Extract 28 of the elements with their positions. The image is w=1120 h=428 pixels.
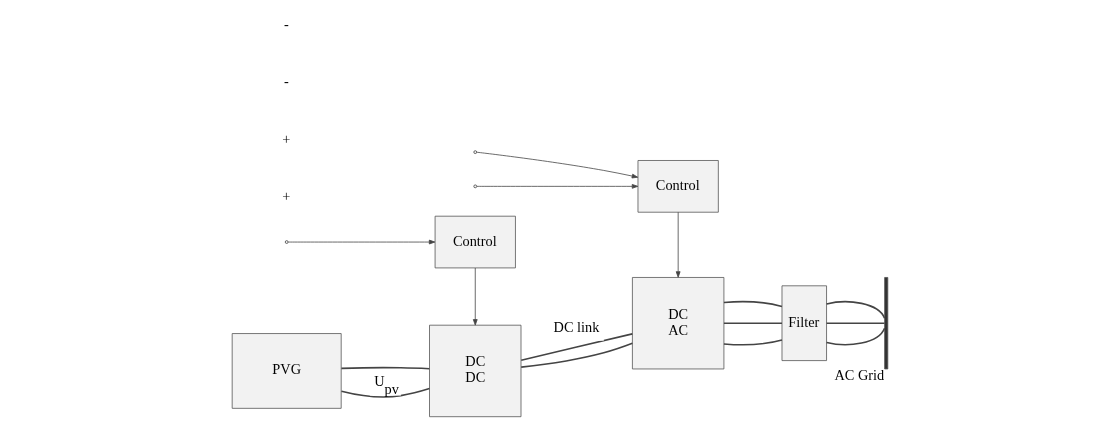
- label: +: [282, 187, 291, 204]
- arrow: [287, 239, 436, 245]
- connector: [825, 300, 886, 319]
- connector: [723, 322, 783, 324]
- connector: [520, 333, 634, 362]
- connector: [723, 300, 783, 308]
- connector: [520, 342, 634, 368]
- edge-label: DC link: [553, 319, 600, 336]
- arrow: [476, 151, 639, 179]
- node-box: DC AC: [632, 277, 725, 370]
- arrow: [675, 211, 681, 278]
- label: -: [283, 16, 289, 33]
- connector: [340, 366, 431, 370]
- node-box: Control: [637, 160, 719, 213]
- connector: [825, 327, 886, 346]
- connector: [340, 387, 431, 398]
- connector: [723, 339, 783, 346]
- node-bar: [884, 277, 889, 370]
- node-box: DC DC: [429, 324, 522, 418]
- arrow: [472, 267, 478, 326]
- label: +: [282, 130, 291, 147]
- node-box: Control: [434, 215, 516, 269]
- arrow: [476, 184, 639, 189]
- node-label: AC Grid: [834, 367, 885, 384]
- node-box: Filter: [781, 285, 827, 361]
- connector: [825, 322, 886, 324]
- label: -: [283, 73, 289, 90]
- node-box: PVG: [231, 333, 342, 409]
